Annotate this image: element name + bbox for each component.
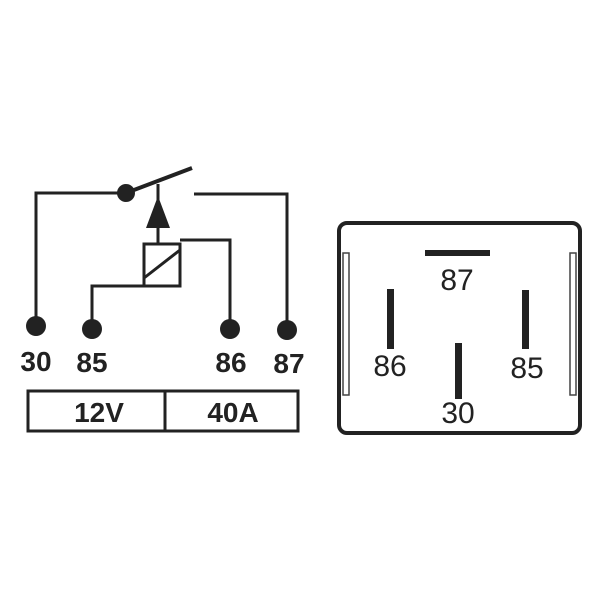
- wire-30: [34, 191, 126, 326]
- rating-table-frame: [26, 389, 300, 433]
- pin-label-86: 86: [373, 350, 406, 383]
- pin-86-blade: [387, 289, 394, 349]
- rating-current: 40A: [207, 397, 258, 428]
- pin-label-87: 87: [440, 264, 473, 297]
- switch-pivot-dot: [117, 184, 135, 202]
- coil-box: [142, 242, 182, 288]
- wire-87: [194, 192, 289, 330]
- terminal-86-dot: [220, 319, 240, 339]
- pin-85-blade: [522, 290, 529, 349]
- terminal-label-85: 85: [76, 347, 107, 378]
- terminal-label-87: 87: [273, 348, 304, 379]
- relay-pinout: [337, 221, 582, 435]
- housing-tab-right: [569, 252, 577, 396]
- pin-30-blade: [455, 343, 462, 399]
- terminal-85-dot: [82, 319, 102, 339]
- switch-blade: [125, 166, 193, 195]
- relay-schematic: [34, 166, 289, 330]
- wire-86: [180, 238, 232, 328]
- pin-87-blade: [425, 250, 490, 256]
- rating-voltage: 12V: [74, 397, 124, 428]
- rating-table: [26, 389, 300, 433]
- terminal-label-30: 30: [20, 346, 51, 377]
- pin-label-30: 30: [441, 397, 474, 430]
- actuator-arrow: [146, 196, 170, 228]
- coil-diagonal: [143, 248, 181, 280]
- terminal-30-dot: [26, 316, 46, 336]
- terminal-label-86: 86: [215, 347, 246, 378]
- terminal-87-dot: [277, 320, 297, 340]
- pin-label-85: 85: [510, 352, 543, 385]
- wire-85: [90, 284, 144, 328]
- pinout-housing: [337, 221, 582, 435]
- housing-tab-left: [342, 252, 350, 396]
